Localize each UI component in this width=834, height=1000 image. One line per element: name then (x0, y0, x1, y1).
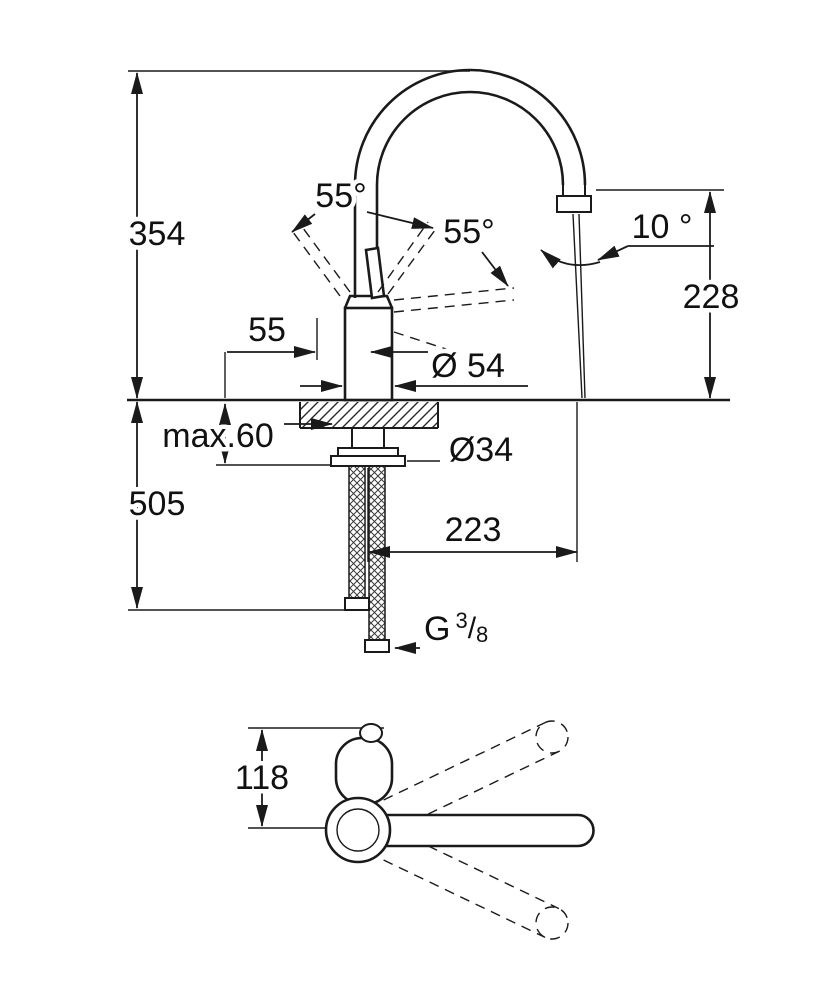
leader-55deg-right (481, 251, 509, 287)
mounting-nut (330, 455, 406, 467)
hose-fitting-right (364, 639, 390, 653)
dimension-labels: 354 505 55° 55° 10 ° 228 55 Ø 54 max.60 … (124, 173, 744, 802)
thread-g: G (424, 610, 450, 648)
spout-outer-arc (353, 68, 587, 186)
dimension-lines (131, 72, 716, 827)
body-shoulder (343, 294, 394, 309)
water-stream (572, 213, 583, 399)
faucet-top-view (324, 720, 595, 940)
angle-55-right-label: 55° (443, 213, 494, 251)
spout-arm-top (382, 813, 595, 848)
body-top-view (324, 796, 392, 864)
dim-354-label: 354 (129, 215, 186, 253)
dim-505-label: 505 (129, 485, 186, 523)
handle-lever (364, 246, 386, 300)
thread-numerator: 3 (455, 608, 467, 633)
threaded-shank (351, 427, 385, 449)
handle-tip-top-view (359, 723, 383, 743)
supply-hose-right (368, 465, 386, 641)
leader-55deg-left-a (291, 213, 316, 233)
angle-55-left-label: 55° (315, 177, 366, 215)
spout-swivel-dashed-down (383, 830, 569, 940)
leader-10deg (597, 245, 629, 261)
handle-top-view (334, 736, 394, 806)
mounting-washer (337, 447, 399, 457)
dim-55-label: 55 (248, 311, 286, 349)
faucet-body (343, 306, 394, 402)
hose-fitting-left (344, 597, 370, 611)
dia-34-label: Ø34 (449, 431, 513, 469)
spout-swivel-dashed-up (383, 720, 569, 830)
faucet-side-view (289, 68, 592, 653)
aerator-outlet (556, 195, 592, 213)
dim-223-label: 223 (445, 511, 502, 549)
angle-10-label: 10 ° (632, 208, 693, 246)
dim-118-label: 118 (235, 759, 289, 797)
body-inner-circle (336, 808, 380, 852)
dia-54-label: Ø 54 (431, 347, 505, 385)
handle-swivel-dashed (289, 221, 515, 350)
max-60-label: max.60 (162, 417, 274, 455)
leader-55deg-left-b (366, 211, 434, 229)
arc-10deg (540, 249, 601, 269)
spout-inner-arc (375, 90, 565, 186)
supply-hose-left (348, 465, 366, 599)
dim-228-label: 228 (683, 278, 740, 316)
extension-lines (127, 70, 730, 829)
thread-denominator: 8 (476, 622, 488, 647)
